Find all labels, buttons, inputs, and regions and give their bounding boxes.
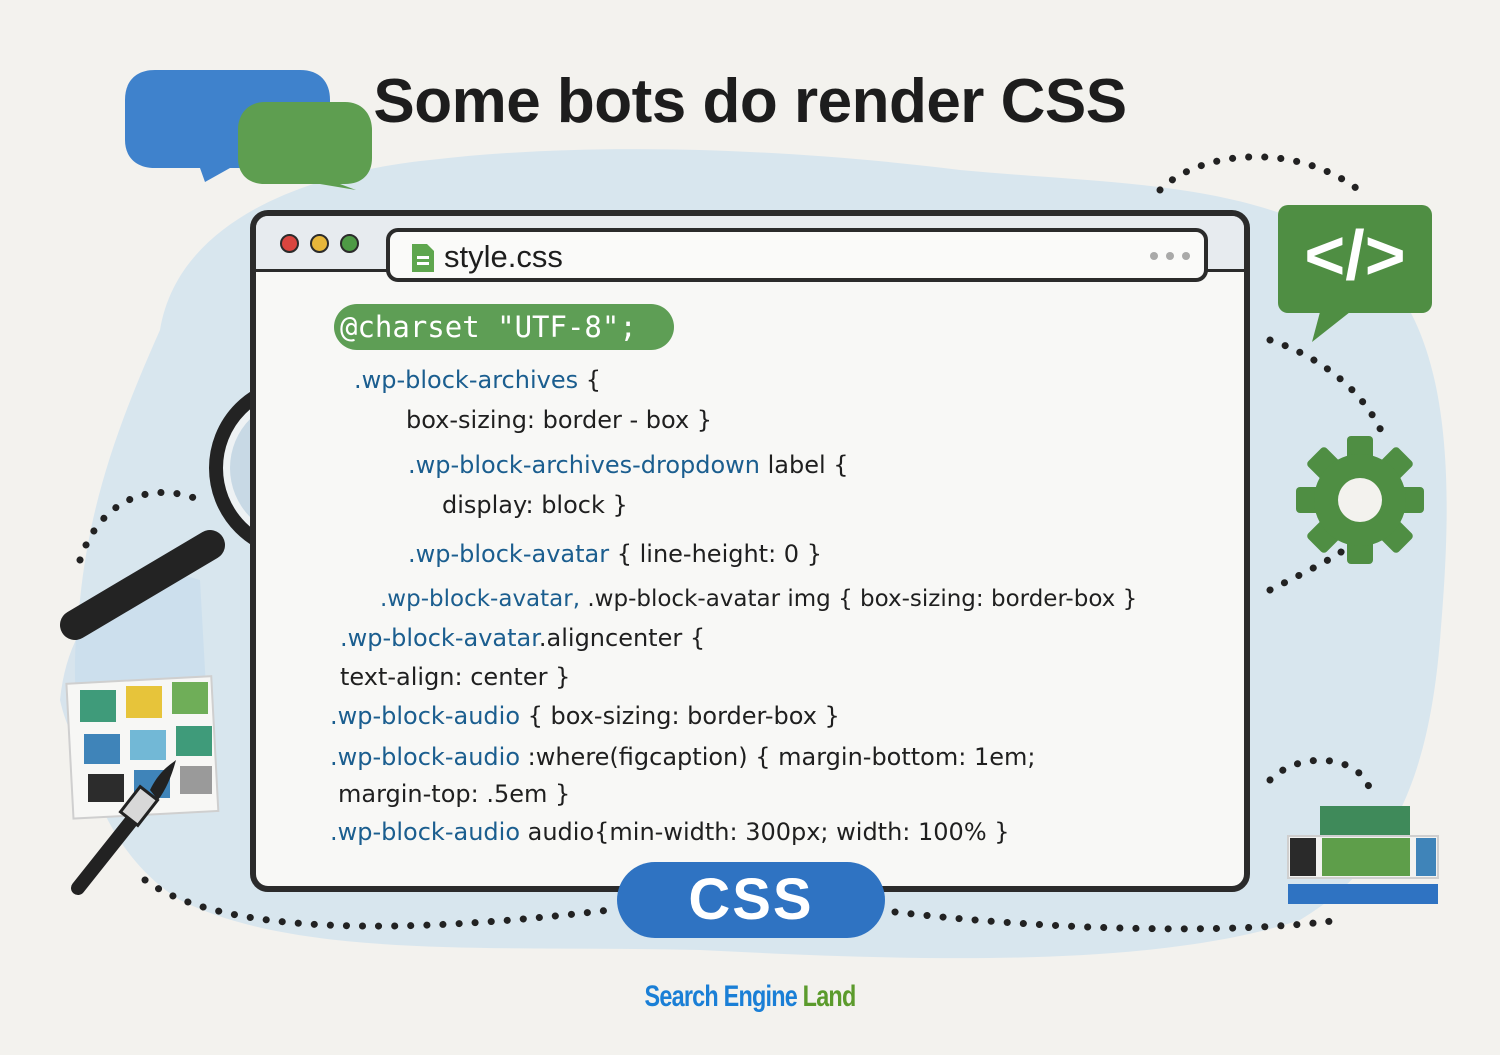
window-close-dot[interactable] [280,234,299,253]
paintbrush-icon [71,760,176,895]
brand-logo: Search Engine Land [644,980,857,1013]
dotted-path-right-lower [1266,541,1354,594]
code-line: .wp-block-archives { [354,366,601,394]
code-icon-tail [1312,312,1350,342]
window-maximize-dot[interactable] [340,234,359,253]
css-badge: CSS [617,862,885,938]
code-charset: @charset "UTF-8"; [340,310,637,344]
browser-window: style.css @charset "UTF-8"; .wp-block-ar… [250,210,1250,892]
file-tab[interactable]: style.css [386,228,1208,282]
file-icon [412,244,434,272]
code-line: .wp-block-audio audio{min-width: 300px; … [330,818,1010,846]
dotted-path-bottom-right [891,908,1344,933]
file-tab-label: style.css [444,239,563,274]
code-line: margin-top: .5em } [338,780,571,808]
dotted-path-left [76,489,204,564]
code-line: .wp-block-archives-dropdown label { [408,451,849,479]
code-line: .wp-block-avatar { line-height: 0 } [408,540,822,568]
code-line: box-sizing: border - box } [406,406,713,434]
code-line: .wp-block-avatar, .wp-block-avatar img {… [380,586,1138,612]
tab-menu-icon[interactable] [1150,252,1190,260]
gear-icon [1296,436,1424,564]
code-line: text-align: center } [340,663,571,691]
code-tag-label: </> [1304,216,1406,294]
color-swatches-icon [65,675,220,820]
code-line: .wp-block-audio :where(figcaption) { mar… [330,743,1036,771]
dotted-path-right-bottom [1266,756,1374,794]
speech-bubbles-icon [125,70,372,190]
code-line: .wp-block-avatar.aligncenter { [340,624,706,652]
window-minimize-dot[interactable] [310,234,329,253]
dotted-path-right [1266,336,1389,444]
dotted-path-top-right [1156,153,1369,199]
code-line: display: block } [442,491,628,519]
page-title: Some bots do render CSS [373,66,1127,136]
charset-highlight [334,304,674,350]
layout-blocks-icon [1287,806,1439,904]
code-tag-icon: </> [1278,205,1432,313]
dotted-path-bottom-left [141,876,614,930]
code-line: .wp-block-audio { box-sizing: border-box… [330,702,840,730]
